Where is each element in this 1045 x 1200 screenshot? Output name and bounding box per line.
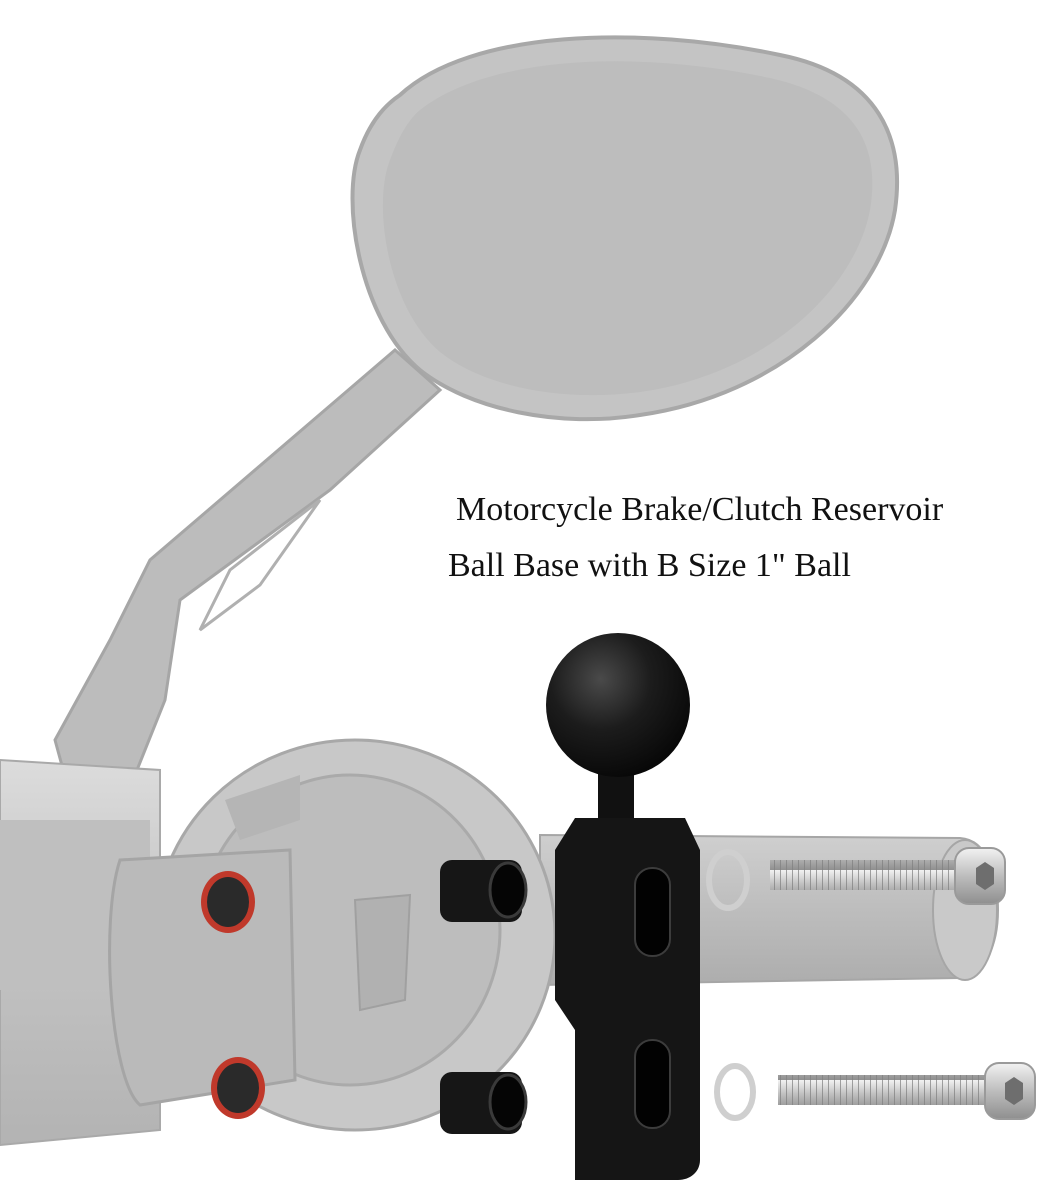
caption-line-2: Ball Base with B Size 1" Ball [448,547,851,584]
switch-housing [108,738,557,1132]
product-caption: Motorcycle Brake/Clutch Reservoir Ball B… [448,482,1043,594]
bolt-short [778,1062,1036,1120]
washer-top [706,849,750,911]
spacer-top [440,860,528,922]
mount-slot-top [634,867,671,957]
bolt-long [770,847,1006,905]
ball [546,633,690,777]
mirror-head [350,35,900,422]
caption-line-1: Motorcycle Brake/Clutch Reservoir [456,491,944,528]
clamp-screw-bottom [211,1057,265,1119]
mount-slot-bottom [634,1039,671,1129]
washer-bottom [714,1063,756,1121]
ball-mount [546,633,700,1180]
spacer-bottom [440,1072,528,1134]
clamp-screw-top [201,871,255,933]
mount-arm [555,818,700,1180]
